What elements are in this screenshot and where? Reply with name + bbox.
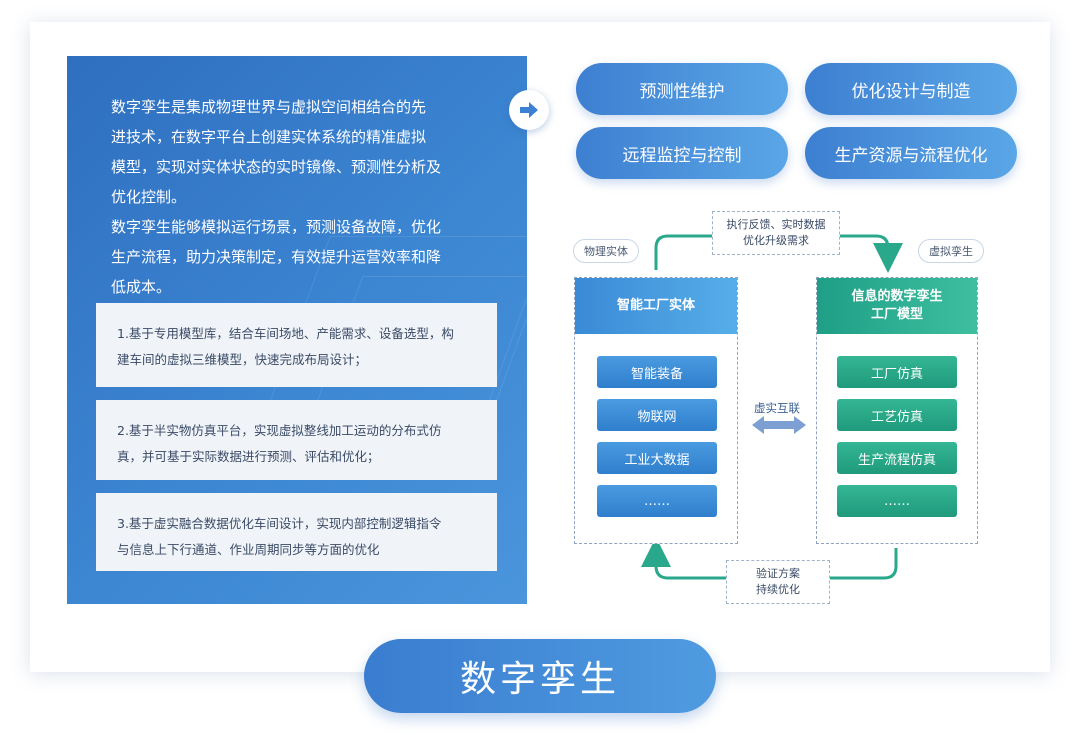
- intro-panel: 数字孪生是集成物理世界与虚拟空间相结合的先 进技术，在数字平台上创建实体系统的精…: [67, 56, 527, 604]
- column-item: 智能装备: [597, 356, 717, 388]
- digital-twin-column: 信息的数字孪生 工厂模型 工厂仿真 工艺仿真 生产流程仿真 ……: [816, 277, 978, 544]
- note-line: 2.基于半实物仿真平台，实现虚拟整线加工运动的分布式仿: [117, 423, 442, 438]
- note-line: 3.基于虚实融合数据优化车间设计，实现内部控制逻辑指令: [117, 516, 442, 531]
- intro-line: 生产流程，助力决策制定，有效提升运营效率和降: [111, 248, 442, 266]
- link-label: 虚实互联: [754, 401, 800, 415]
- note-box-3: 3.基于虚实融合数据优化车间设计，实现内部控制逻辑指令 与信息上下行通道、作业周…: [96, 493, 497, 571]
- note-box-2: 2.基于半实物仿真平台，实现虚拟整线加工运动的分布式仿 真，并可基于实际数据进行…: [96, 400, 497, 480]
- note-line: 与信息上下行通道、作业周期同步等方面的优化: [117, 542, 380, 557]
- validation-note-line: 验证方案: [756, 567, 800, 580]
- tag-physical-entity: 物理实体: [573, 239, 639, 263]
- validation-note: 验证方案 持续优化: [726, 560, 830, 604]
- intro-line: 数字孪生能够模拟运行场景，预测设备故障，优化: [111, 218, 442, 236]
- pill-design-manufacturing: 优化设计与制造: [805, 63, 1017, 115]
- pill-predictive-maintenance: 预测性维护: [576, 63, 788, 115]
- column-item: ……: [597, 485, 717, 517]
- column-item: 工业大数据: [597, 442, 717, 474]
- validation-note-line: 持续优化: [756, 583, 800, 596]
- note-line: 真，并可基于实际数据进行预测、评估和优化；: [117, 449, 380, 464]
- column-item: 生产流程仿真: [837, 442, 957, 474]
- physical-factory-column: 智能工厂实体 智能装备 物联网 工业大数据 ……: [574, 277, 738, 544]
- tag-virtual-twin: 虚拟孪生: [918, 239, 984, 263]
- intro-text: 数字孪生是集成物理世界与虚拟空间相结合的先 进技术，在数字平台上创建实体系统的精…: [111, 92, 491, 302]
- feedback-note-line: 优化升级需求: [743, 234, 809, 247]
- intro-line: 数字孪生是集成物理世界与虚拟空间相结合的先: [111, 98, 427, 116]
- feedback-note-line: 执行反馈、实时数据: [726, 218, 826, 231]
- intro-line: 优化控制。: [111, 188, 187, 206]
- pill-remote-monitoring: 远程监控与控制: [576, 127, 788, 179]
- feedback-note: 执行反馈、实时数据 优化升级需求: [712, 211, 840, 255]
- column-item: 物联网: [597, 399, 717, 431]
- column-title-line: 信息的数字孪生: [851, 289, 943, 304]
- note-line: 1.基于专用模型库，结合车间场地、产能需求、设备选型，构: [117, 326, 454, 341]
- intro-line: 进技术，在数字平台上创建实体系统的精准虚拟: [111, 128, 427, 146]
- column-title-line: 工厂模型: [870, 307, 923, 322]
- column-item: 工艺仿真: [837, 399, 957, 431]
- column-title: 信息的数字孪生 工厂模型: [817, 278, 977, 334]
- arrow-right-icon: [509, 90, 549, 130]
- column-item: ……: [837, 485, 957, 517]
- column-title: 智能工厂实体: [575, 278, 737, 334]
- pill-resource-optimization: 生产资源与流程优化: [805, 127, 1017, 179]
- column-item: 工厂仿真: [837, 356, 957, 388]
- intro-line: 低成本。: [111, 278, 172, 296]
- note-line: 建车间的虚拟三维模型，快速完成布局设计；: [117, 352, 368, 367]
- footer-title: 数字孪生: [364, 639, 716, 713]
- double-arrow-icon: [752, 416, 806, 434]
- intro-line: 模型，实现对实体状态的实时镜像、预测性分析及: [111, 158, 442, 176]
- note-box-1: 1.基于专用模型库，结合车间场地、产能需求、设备选型，构 建车间的虚拟三维模型，…: [96, 303, 497, 387]
